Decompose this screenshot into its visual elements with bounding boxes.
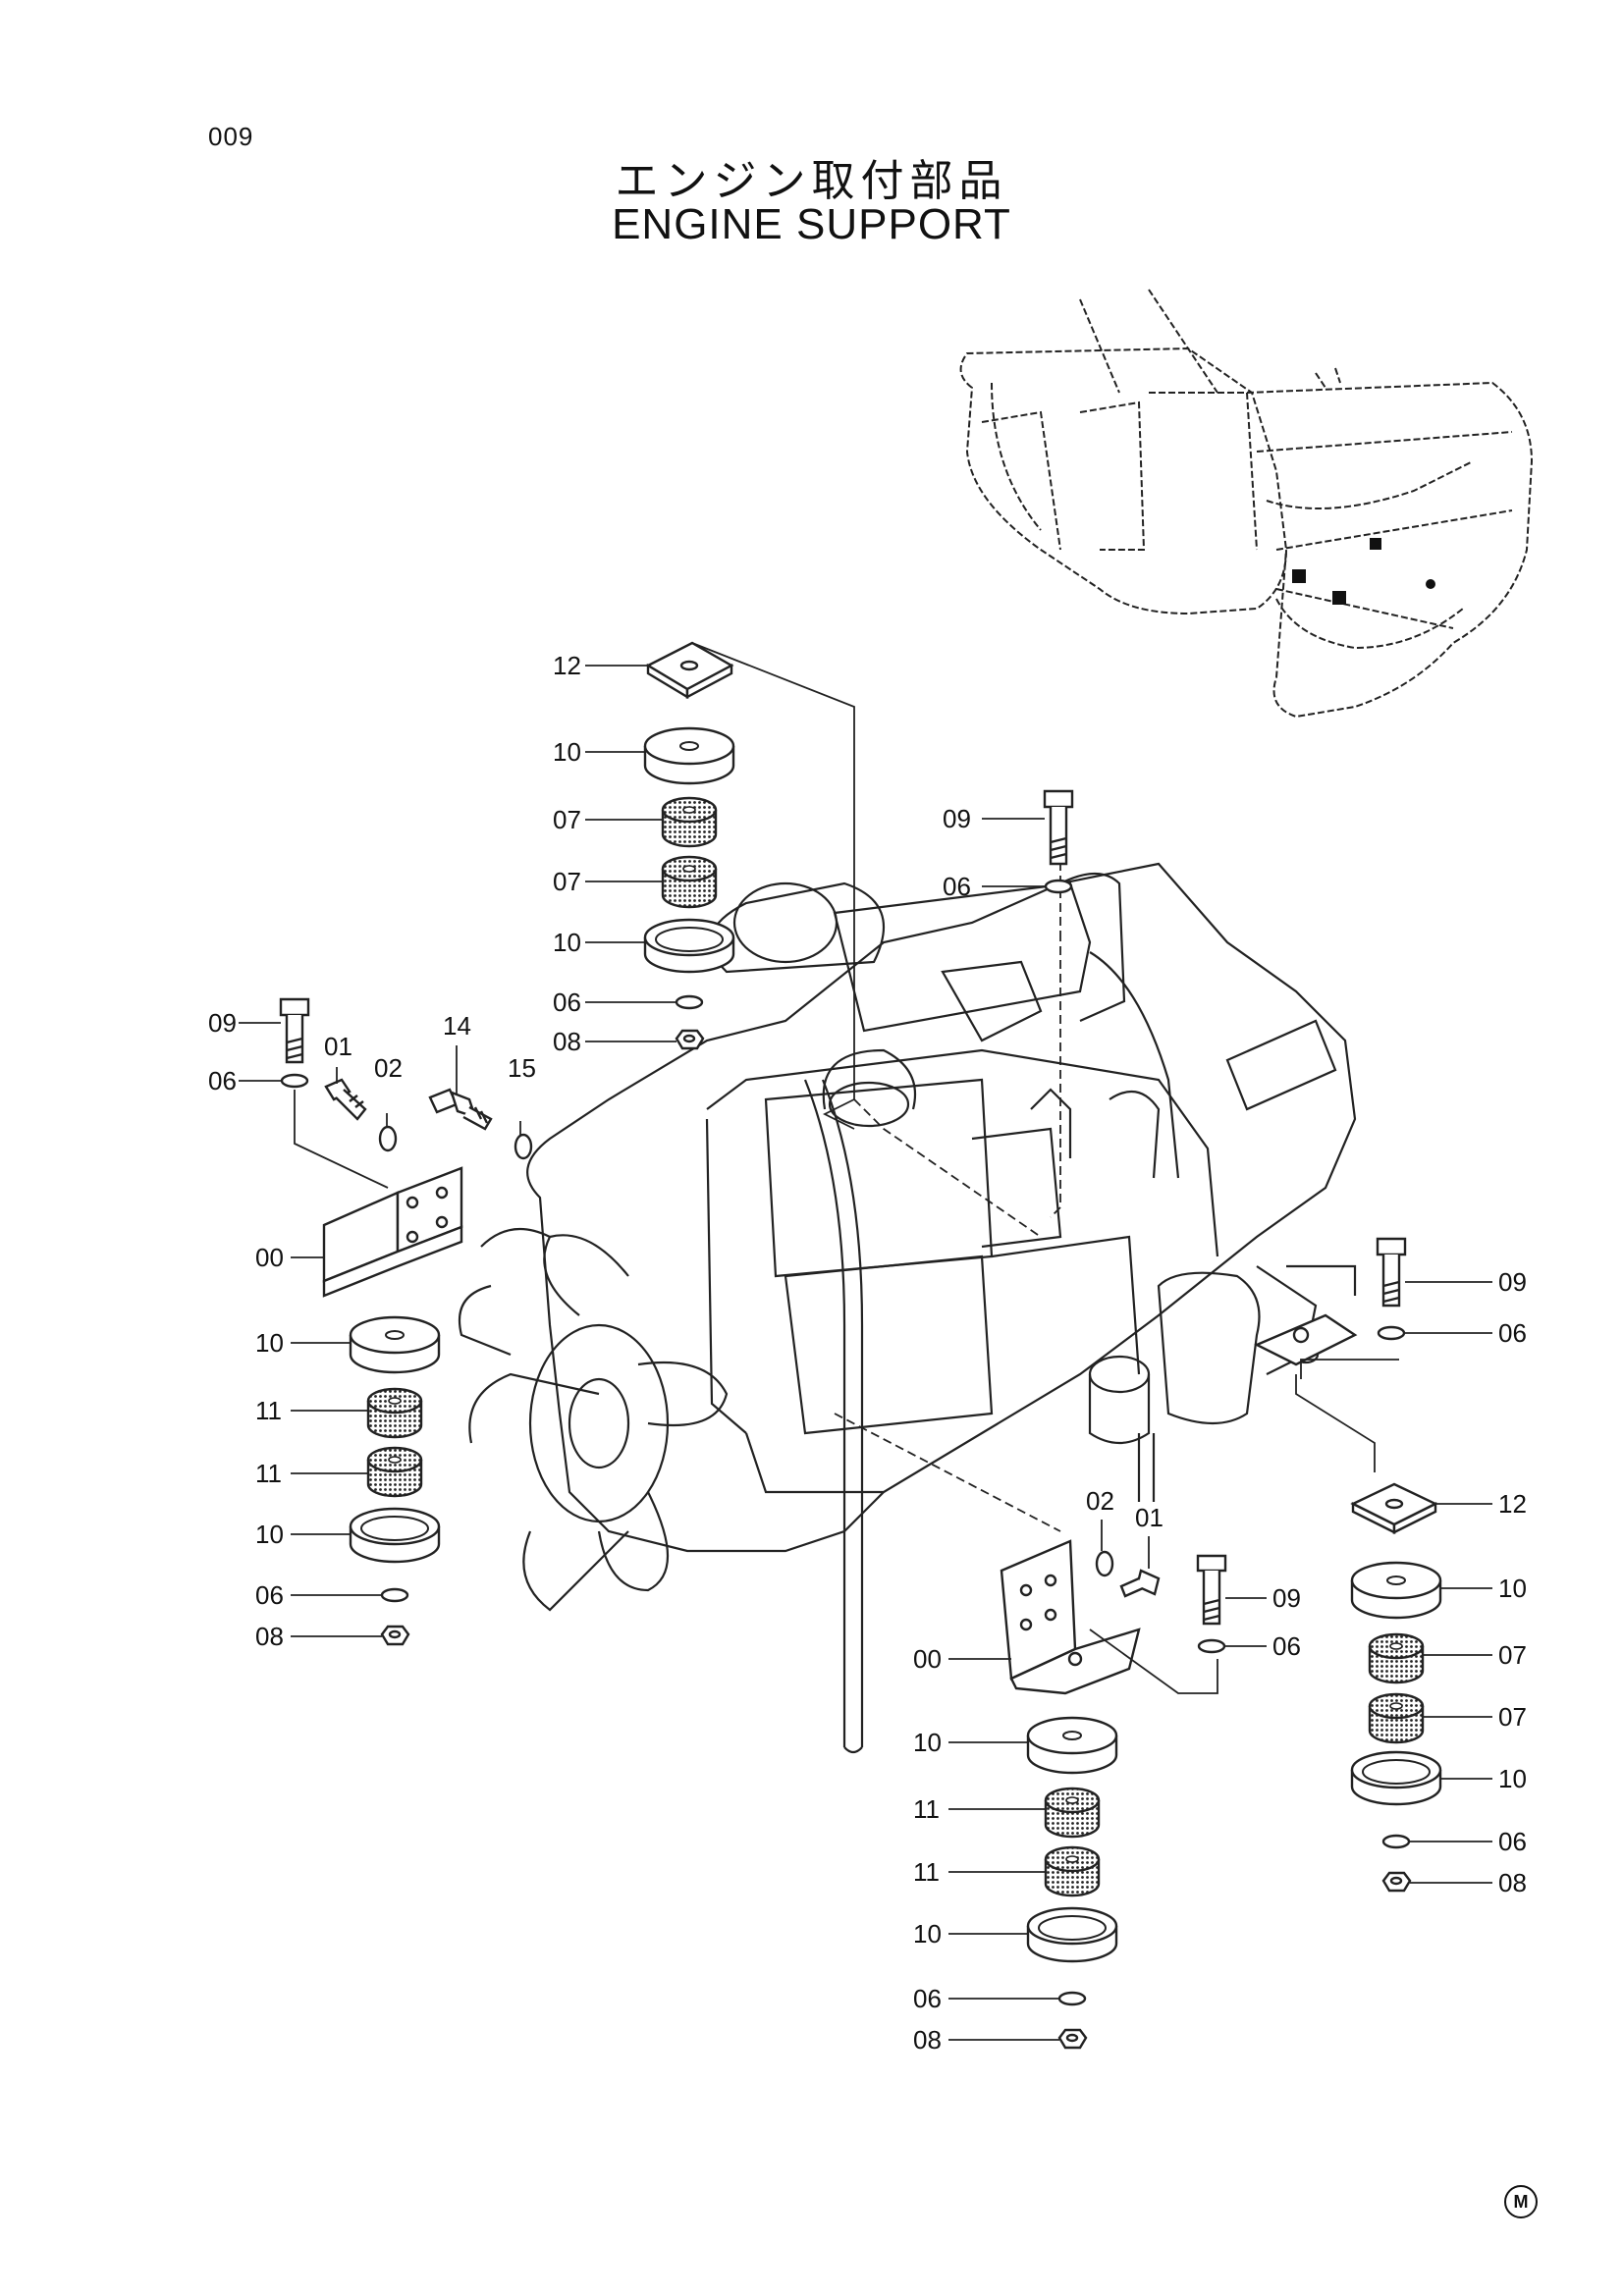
callout-label: 15: [508, 1053, 536, 1083]
callout-label: 10: [913, 1919, 942, 1949]
callout-label: 07: [553, 867, 581, 896]
part-06-washer: [1197, 1638, 1226, 1654]
callout-label: 09: [1498, 1267, 1527, 1297]
callout-label: 11: [913, 1857, 940, 1887]
callout-label: 08: [1498, 1868, 1527, 1897]
part-10-rubber-washer: [349, 1507, 441, 1564]
callout-label: 09: [1272, 1583, 1301, 1613]
part-10-rubber-washer: [349, 1315, 441, 1374]
callout-label: 02: [374, 1053, 403, 1083]
callout-label: 08: [255, 1622, 284, 1651]
callout-label: 02: [1086, 1486, 1114, 1516]
callout-label: 06: [1498, 1318, 1527, 1348]
part-08-nut: [380, 1625, 410, 1646]
part-06-washer: [675, 994, 704, 1010]
part-08-nut: [1057, 2028, 1088, 2050]
callout-label: 12: [553, 651, 581, 680]
part-06-washer: [1381, 1834, 1411, 1849]
callout-label: 07: [1498, 1702, 1527, 1732]
callout-label: 00: [255, 1243, 284, 1272]
part-01-bolt: [1119, 1569, 1161, 1598]
callout-label: 06: [255, 1580, 284, 1610]
callout-label: 11: [913, 1794, 940, 1824]
inset-mount-marker-icon: [1292, 538, 1435, 605]
part-10-rubber-washer: [1350, 1561, 1442, 1620]
diagram-title-japanese: エンジン取付部品: [615, 156, 1008, 206]
callout-label: 08: [913, 2025, 942, 2055]
part-02-washer: [378, 1125, 398, 1152]
part-10-rubber-washer: [643, 918, 735, 974]
callout-label: 08: [553, 1027, 581, 1056]
callout-label: 10: [553, 737, 581, 767]
part-15-washer: [514, 1133, 533, 1160]
part-06-washer: [380, 1587, 409, 1603]
part-12-plate-top: [645, 641, 734, 700]
callout-label: 11: [255, 1459, 282, 1488]
callout-label: 10: [1498, 1574, 1527, 1603]
part-10-rubber-washer: [1350, 1750, 1442, 1806]
callout-label: 01: [324, 1032, 352, 1061]
part-10-rubber-washer: [1026, 1716, 1118, 1775]
engine-assembly: [526, 862, 1357, 1553]
part-07-rubber-mount: [1368, 1632, 1425, 1684]
part-09-bolt: [279, 997, 310, 1064]
part-08-nut: [1381, 1871, 1412, 1893]
page-number: 009: [208, 122, 254, 151]
callout-label: 07: [1498, 1640, 1527, 1670]
part-11-rubber-mount: [1044, 1845, 1101, 1897]
callout-label: 14: [443, 1011, 471, 1041]
part-09-bolt: [1043, 789, 1074, 866]
part-07-rubber-mount: [1368, 1692, 1425, 1744]
callout-label: 06: [553, 988, 581, 1017]
callout-label: 10: [553, 928, 581, 957]
part-10-rubber-washer: [643, 726, 735, 785]
engine-fan: [458, 1227, 729, 1612]
callout-label: 07: [553, 805, 581, 834]
part-11-rubber-mount: [366, 1387, 423, 1439]
engine-bracket-right: [1000, 1539, 1141, 1695]
callout-label: 10: [255, 1520, 284, 1549]
engine-bracket-left: [322, 1166, 463, 1298]
callout-label: 06: [208, 1066, 237, 1095]
part-14-sensor: [428, 1088, 493, 1131]
part-02-washer: [1095, 1550, 1114, 1577]
callout-label: 06: [1272, 1631, 1301, 1661]
part-01-bolt: [324, 1078, 367, 1121]
part-11-rubber-mount: [366, 1446, 423, 1498]
leader-lines: [239, 665, 1492, 2041]
part-12-plate-right: [1350, 1482, 1438, 1534]
excavator-inset: [959, 289, 1534, 719]
part-06-washer: [1044, 879, 1073, 894]
callout-label: 01: [1135, 1503, 1163, 1532]
assembly-guide-lines: [294, 642, 1399, 1694]
part-06-washer: [1057, 1991, 1087, 2006]
callout-label: 06: [913, 1984, 942, 2013]
engine-bracket-rear: [1254, 1313, 1358, 1366]
part-07-rubber-mount: [661, 855, 718, 909]
manufacturer-mark-icon: M: [1504, 2185, 1538, 2218]
part-07-rubber-mount: [661, 796, 718, 848]
part-09-bolt: [1196, 1554, 1227, 1626]
callout-labels: 12 10 07 07 10 06 08 09 06 09 06 01 02 1…: [208, 651, 1527, 2055]
part-06-washer: [280, 1073, 309, 1089]
part-10-rubber-washer: [1026, 1906, 1118, 1963]
callout-label: 09: [943, 804, 971, 833]
callout-label: 11: [255, 1396, 282, 1425]
callout-label: 09: [208, 1008, 237, 1038]
part-09-bolt: [1376, 1237, 1407, 1308]
diagram-title-english: ENGINE SUPPORT: [612, 200, 1011, 248]
callout-label: 06: [1498, 1827, 1527, 1856]
part-08-nut: [675, 1029, 705, 1050]
callout-label: 12: [1498, 1489, 1527, 1519]
callout-label: 10: [255, 1328, 284, 1358]
part-11-rubber-mount: [1044, 1787, 1101, 1839]
callout-label: 00: [913, 1644, 942, 1674]
callout-label: 06: [943, 872, 971, 901]
callout-label: 10: [913, 1728, 942, 1757]
part-06-washer: [1377, 1325, 1406, 1341]
callout-label: 10: [1498, 1764, 1527, 1793]
dipstick-tube: [803, 1079, 864, 1754]
